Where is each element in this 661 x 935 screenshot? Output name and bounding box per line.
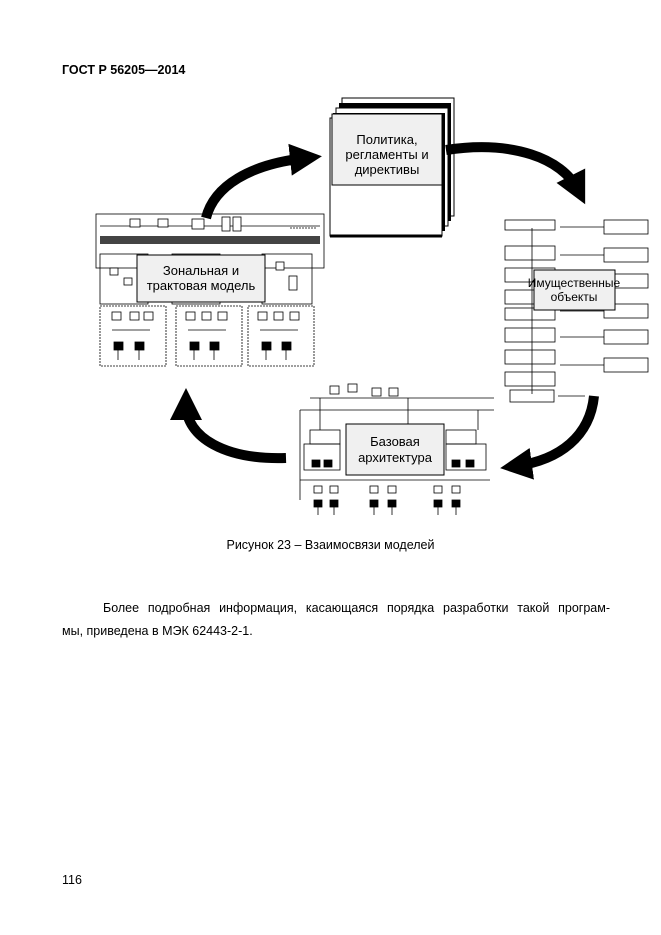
assets-flowchart: [504, 219, 649, 403]
zonal-label-box: Зональная и трактовая модель: [136, 254, 266, 303]
zonal-label-line2: трактовая модель: [147, 278, 256, 293]
arrow-assets-to-base: [500, 395, 599, 480]
policy-label-box: Политика, регламенты и директивы: [331, 113, 443, 186]
policy-label-line1: Политика,: [356, 132, 417, 147]
policy-label-line3: директивы: [355, 162, 420, 177]
paragraph-line-1: Более подробная информация, касающаяся п…: [103, 601, 610, 615]
paragraph-line-2: мы, приведена в МЭК 62443-2-1.: [62, 624, 253, 638]
zonal-network-diagram: [95, 213, 325, 367]
base-label-line2: архитектура: [358, 450, 433, 465]
base-architecture-diagram: [299, 383, 494, 515]
base-label-box: Базовая архитектура: [345, 423, 445, 476]
document-header: ГОСТ Р 56205—2014: [62, 63, 186, 77]
assets-label-line1: Имущественные: [528, 276, 621, 290]
arrow-zonal-to-policy: [201, 143, 322, 220]
model-relationships-figure: Политика, регламенты и директивы: [95, 97, 649, 515]
zonal-label-line1: Зональная и: [163, 263, 239, 278]
figure-caption: Рисунок 23 – Взаимосвязи моделей: [226, 538, 435, 552]
policy-label-line2: регламенты и: [345, 147, 428, 162]
base-label-line1: Базовая: [370, 434, 420, 449]
assets-label-box: Имущественные объекты: [528, 269, 621, 311]
assets-label-line2: объекты: [551, 290, 598, 304]
body-paragraph: Более подробная информация, касающаяся п…: [62, 597, 610, 643]
page-number: 116: [62, 873, 82, 887]
arrow-base-to-zonal: [170, 388, 287, 464]
arrow-policy-to-assets: [445, 142, 586, 205]
